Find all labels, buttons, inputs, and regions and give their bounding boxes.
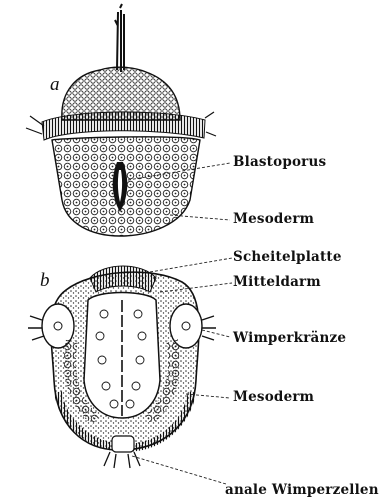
panel-label-b: b bbox=[40, 270, 50, 292]
panel-label-a: a bbox=[50, 74, 60, 96]
label-scheitelplatte: Scheitelplatte bbox=[233, 249, 342, 265]
panel-b-larva bbox=[28, 266, 216, 468]
label-mesoderm-b: Mesoderm bbox=[233, 389, 314, 405]
panel-a-embryo bbox=[26, 4, 216, 236]
label-mesoderm-a: Mesoderm bbox=[233, 211, 314, 227]
label-blastoporus: Blastoporus bbox=[233, 154, 326, 170]
label-anale-wimperzellen: anale Wimperzellen bbox=[225, 482, 379, 498]
label-wimperkraenze: Wimperkränze bbox=[233, 330, 346, 346]
label-mitteldarm: Mitteldarm bbox=[233, 274, 321, 290]
